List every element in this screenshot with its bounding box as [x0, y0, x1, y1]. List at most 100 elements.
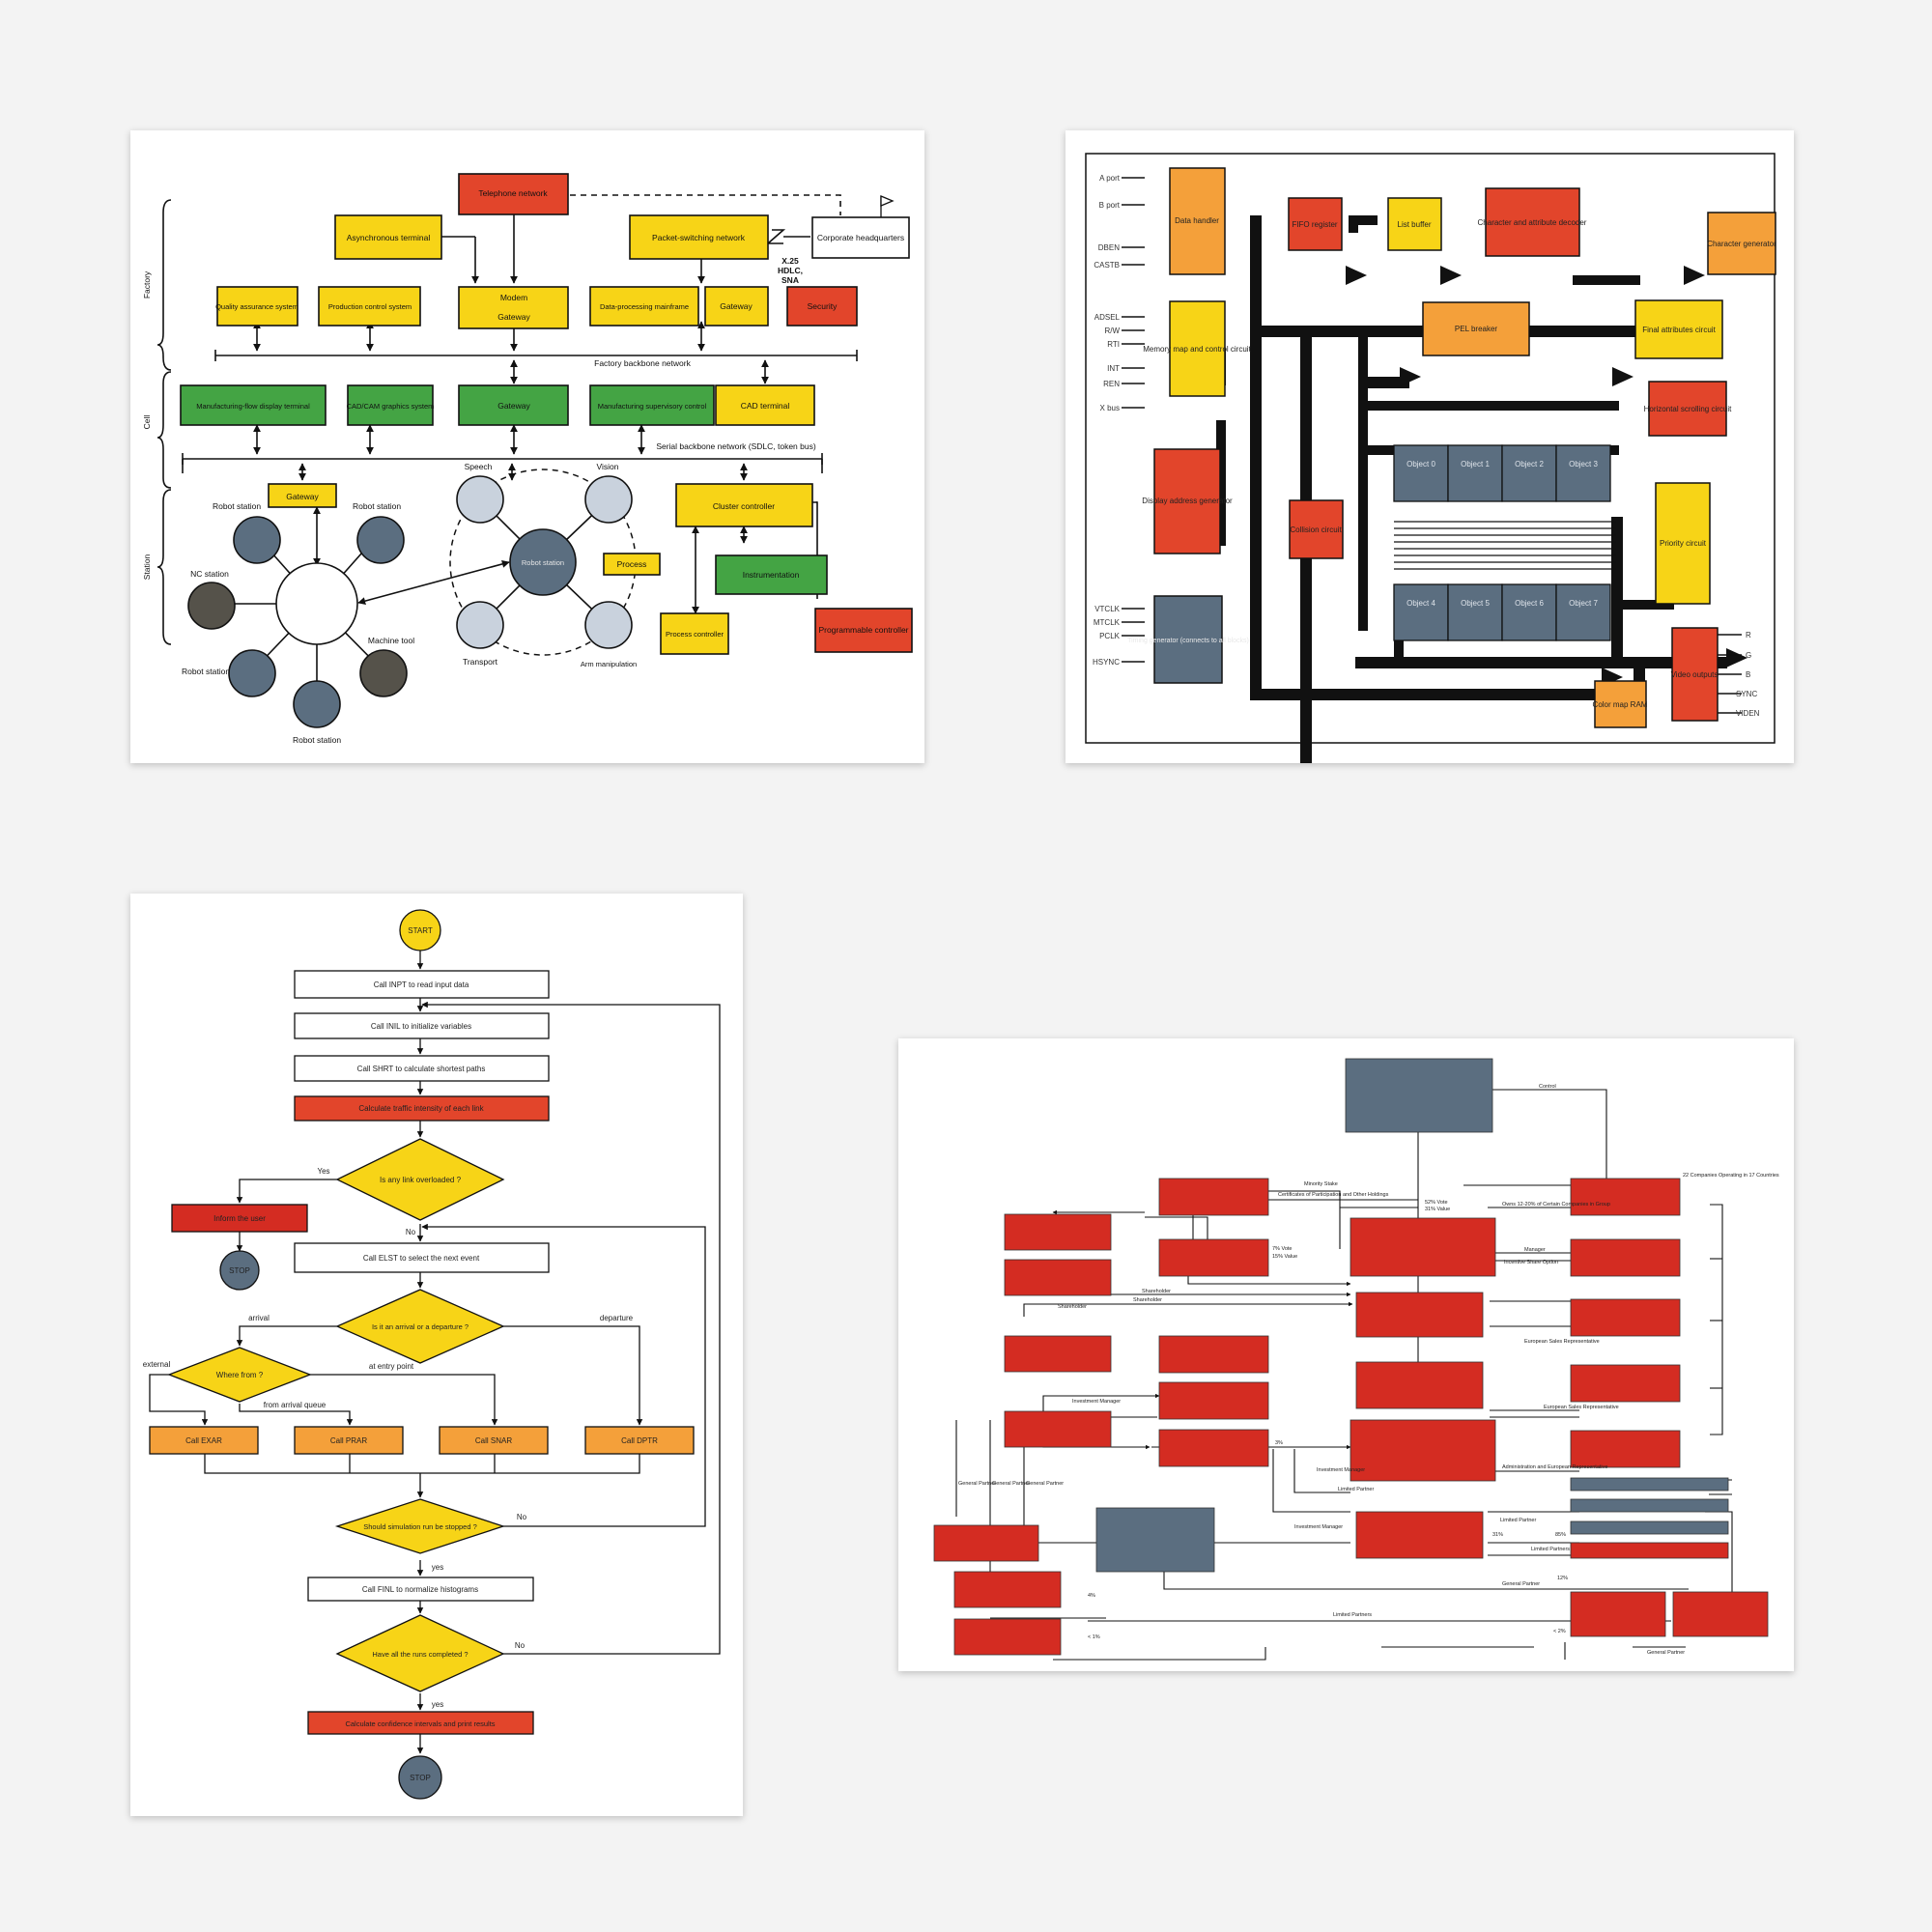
block-label: Collision circuit — [1290, 526, 1342, 534]
no-label: No — [515, 1641, 526, 1650]
org-label: Owns 12-20% of Certain Companies in Grou… — [1502, 1202, 1610, 1208]
step-label: Call SNAR — [475, 1436, 512, 1445]
decision-label: Is any link overloaded ? — [380, 1176, 462, 1184]
object-block — [1393, 583, 1449, 641]
org-label: 22 Companies Operating in 17 Countries — [1683, 1173, 1779, 1179]
signal-label: R/W — [1104, 327, 1120, 335]
memory-map-block — [1169, 300, 1226, 397]
color-map-block — [1594, 680, 1647, 728]
signal-label: X bus — [1100, 404, 1120, 412]
signal-label: B port — [1099, 201, 1121, 210]
factory-bus-label: Factory backbone network — [594, 358, 691, 368]
subsidiary-box — [1355, 1511, 1484, 1559]
fifo-block — [1288, 197, 1343, 251]
org-label: General Partner — [992, 1481, 1030, 1487]
dp-mainframe-box — [589, 286, 699, 327]
org-label: < 2% — [1553, 1629, 1566, 1634]
object-label: Object 7 — [1569, 599, 1598, 608]
block-label: Data handler — [1175, 216, 1219, 225]
hscroll-block — [1648, 381, 1727, 437]
robot-label: Robot station — [213, 501, 261, 511]
packet-label: Packet-switching network — [652, 233, 746, 242]
stop-label: STOP — [410, 1774, 431, 1782]
pel-breaker-block — [1422, 301, 1530, 356]
robot-label: Robot station — [182, 667, 230, 676]
robot-station-node — [356, 516, 405, 564]
cell-gateway-label: Gateway — [497, 401, 530, 411]
subsidiary-box — [1355, 1292, 1484, 1338]
org-label: 31% — [1492, 1532, 1503, 1538]
dp-label: Data-processing mainframe — [600, 302, 689, 311]
org-label: 85% — [1555, 1532, 1566, 1538]
vision-node — [584, 475, 633, 524]
org-label: Certificates of Participation and Other … — [1278, 1192, 1389, 1198]
org-label: Incentive Share Option — [1504, 1260, 1558, 1265]
step-label: Call INPT to read input data — [374, 980, 469, 989]
token-ring-circle — [275, 562, 358, 645]
signal-label: CASTB — [1094, 261, 1120, 270]
entity-box — [1158, 1429, 1269, 1467]
entity-box — [1004, 1259, 1112, 1296]
block-label: Display address generator — [1142, 497, 1233, 505]
entity-box — [1004, 1213, 1112, 1251]
transport-node — [456, 601, 504, 649]
flag-icon — [880, 195, 895, 217]
prar-step — [294, 1426, 404, 1455]
tier-label: Cell — [142, 415, 152, 430]
arm-label: Arm manipulation — [581, 660, 637, 668]
subsidiary-box — [1350, 1419, 1496, 1482]
entity-box — [1570, 1178, 1681, 1216]
signal-label: INT — [1107, 364, 1120, 373]
step-label: Calculate confidence intervals and print… — [345, 1719, 495, 1728]
stop-node — [398, 1755, 442, 1800]
object-block — [1501, 583, 1557, 641]
org-label: Limited Partners — [1531, 1547, 1570, 1552]
factory-network-svg: Factory Cell Station Telephone network A… — [142, 173, 913, 745]
entity-box — [1672, 1591, 1769, 1637]
cluster-controller-box — [675, 483, 813, 527]
branch-label: external — [143, 1360, 171, 1369]
process-label: Process — [617, 559, 647, 569]
where-from-decision — [167, 1347, 312, 1403]
org-label: Investment Manager — [1294, 1524, 1343, 1530]
org-label: General Partner — [1502, 1581, 1540, 1587]
org-label: General Partner — [1026, 1481, 1064, 1487]
org-label: 15% Value — [1272, 1254, 1297, 1260]
supervisory-control-box — [589, 384, 715, 426]
factory-network-diagram: Factory Cell Station Telephone network A… — [130, 130, 924, 763]
entity-box — [1570, 1364, 1681, 1403]
async-label: Asynchronous terminal — [347, 233, 431, 242]
step-label: Call PRAR — [330, 1436, 367, 1445]
block-label: Color map RAM — [1593, 700, 1648, 709]
entity-box — [1004, 1335, 1112, 1373]
object-label: Object 2 — [1515, 460, 1544, 469]
nc-station-node — [187, 582, 236, 630]
signal-label: A port — [1099, 174, 1121, 183]
cluster-label: Cluster controller — [713, 501, 775, 511]
decision-label: Have all the runs completed ? — [372, 1650, 468, 1659]
branch-label: departure — [600, 1314, 634, 1322]
entity-box — [1158, 1238, 1269, 1277]
mfd-label: Manufacturing-flow display terminal — [196, 402, 310, 411]
output-label: VIDEN — [1736, 709, 1760, 718]
production-label: Production control system — [328, 302, 412, 311]
stop-simulation-decision — [334, 1498, 506, 1554]
serial-bus-label: Serial backbone network (SDLC, token bus… — [656, 441, 816, 451]
runs-completed-decision — [335, 1614, 505, 1692]
parent-company-box — [1345, 1058, 1493, 1133]
decision-label: Should simulation run be stopped ? — [363, 1522, 477, 1531]
robot-station-node — [233, 516, 281, 564]
output-label: G — [1746, 651, 1751, 660]
arrival-departure-decision — [335, 1289, 505, 1364]
org-label: Investment Manager — [1317, 1467, 1365, 1473]
fund-bar — [1570, 1542, 1729, 1559]
org-label: 7% Vote — [1272, 1246, 1293, 1252]
modem-gateway-label: Gateway — [497, 312, 530, 322]
transport-label: Transport — [463, 657, 498, 667]
snar-step — [439, 1426, 549, 1455]
telephone-network-box — [458, 173, 569, 215]
x25-label: X.25 — [781, 256, 799, 266]
entity-box — [933, 1524, 1039, 1562]
